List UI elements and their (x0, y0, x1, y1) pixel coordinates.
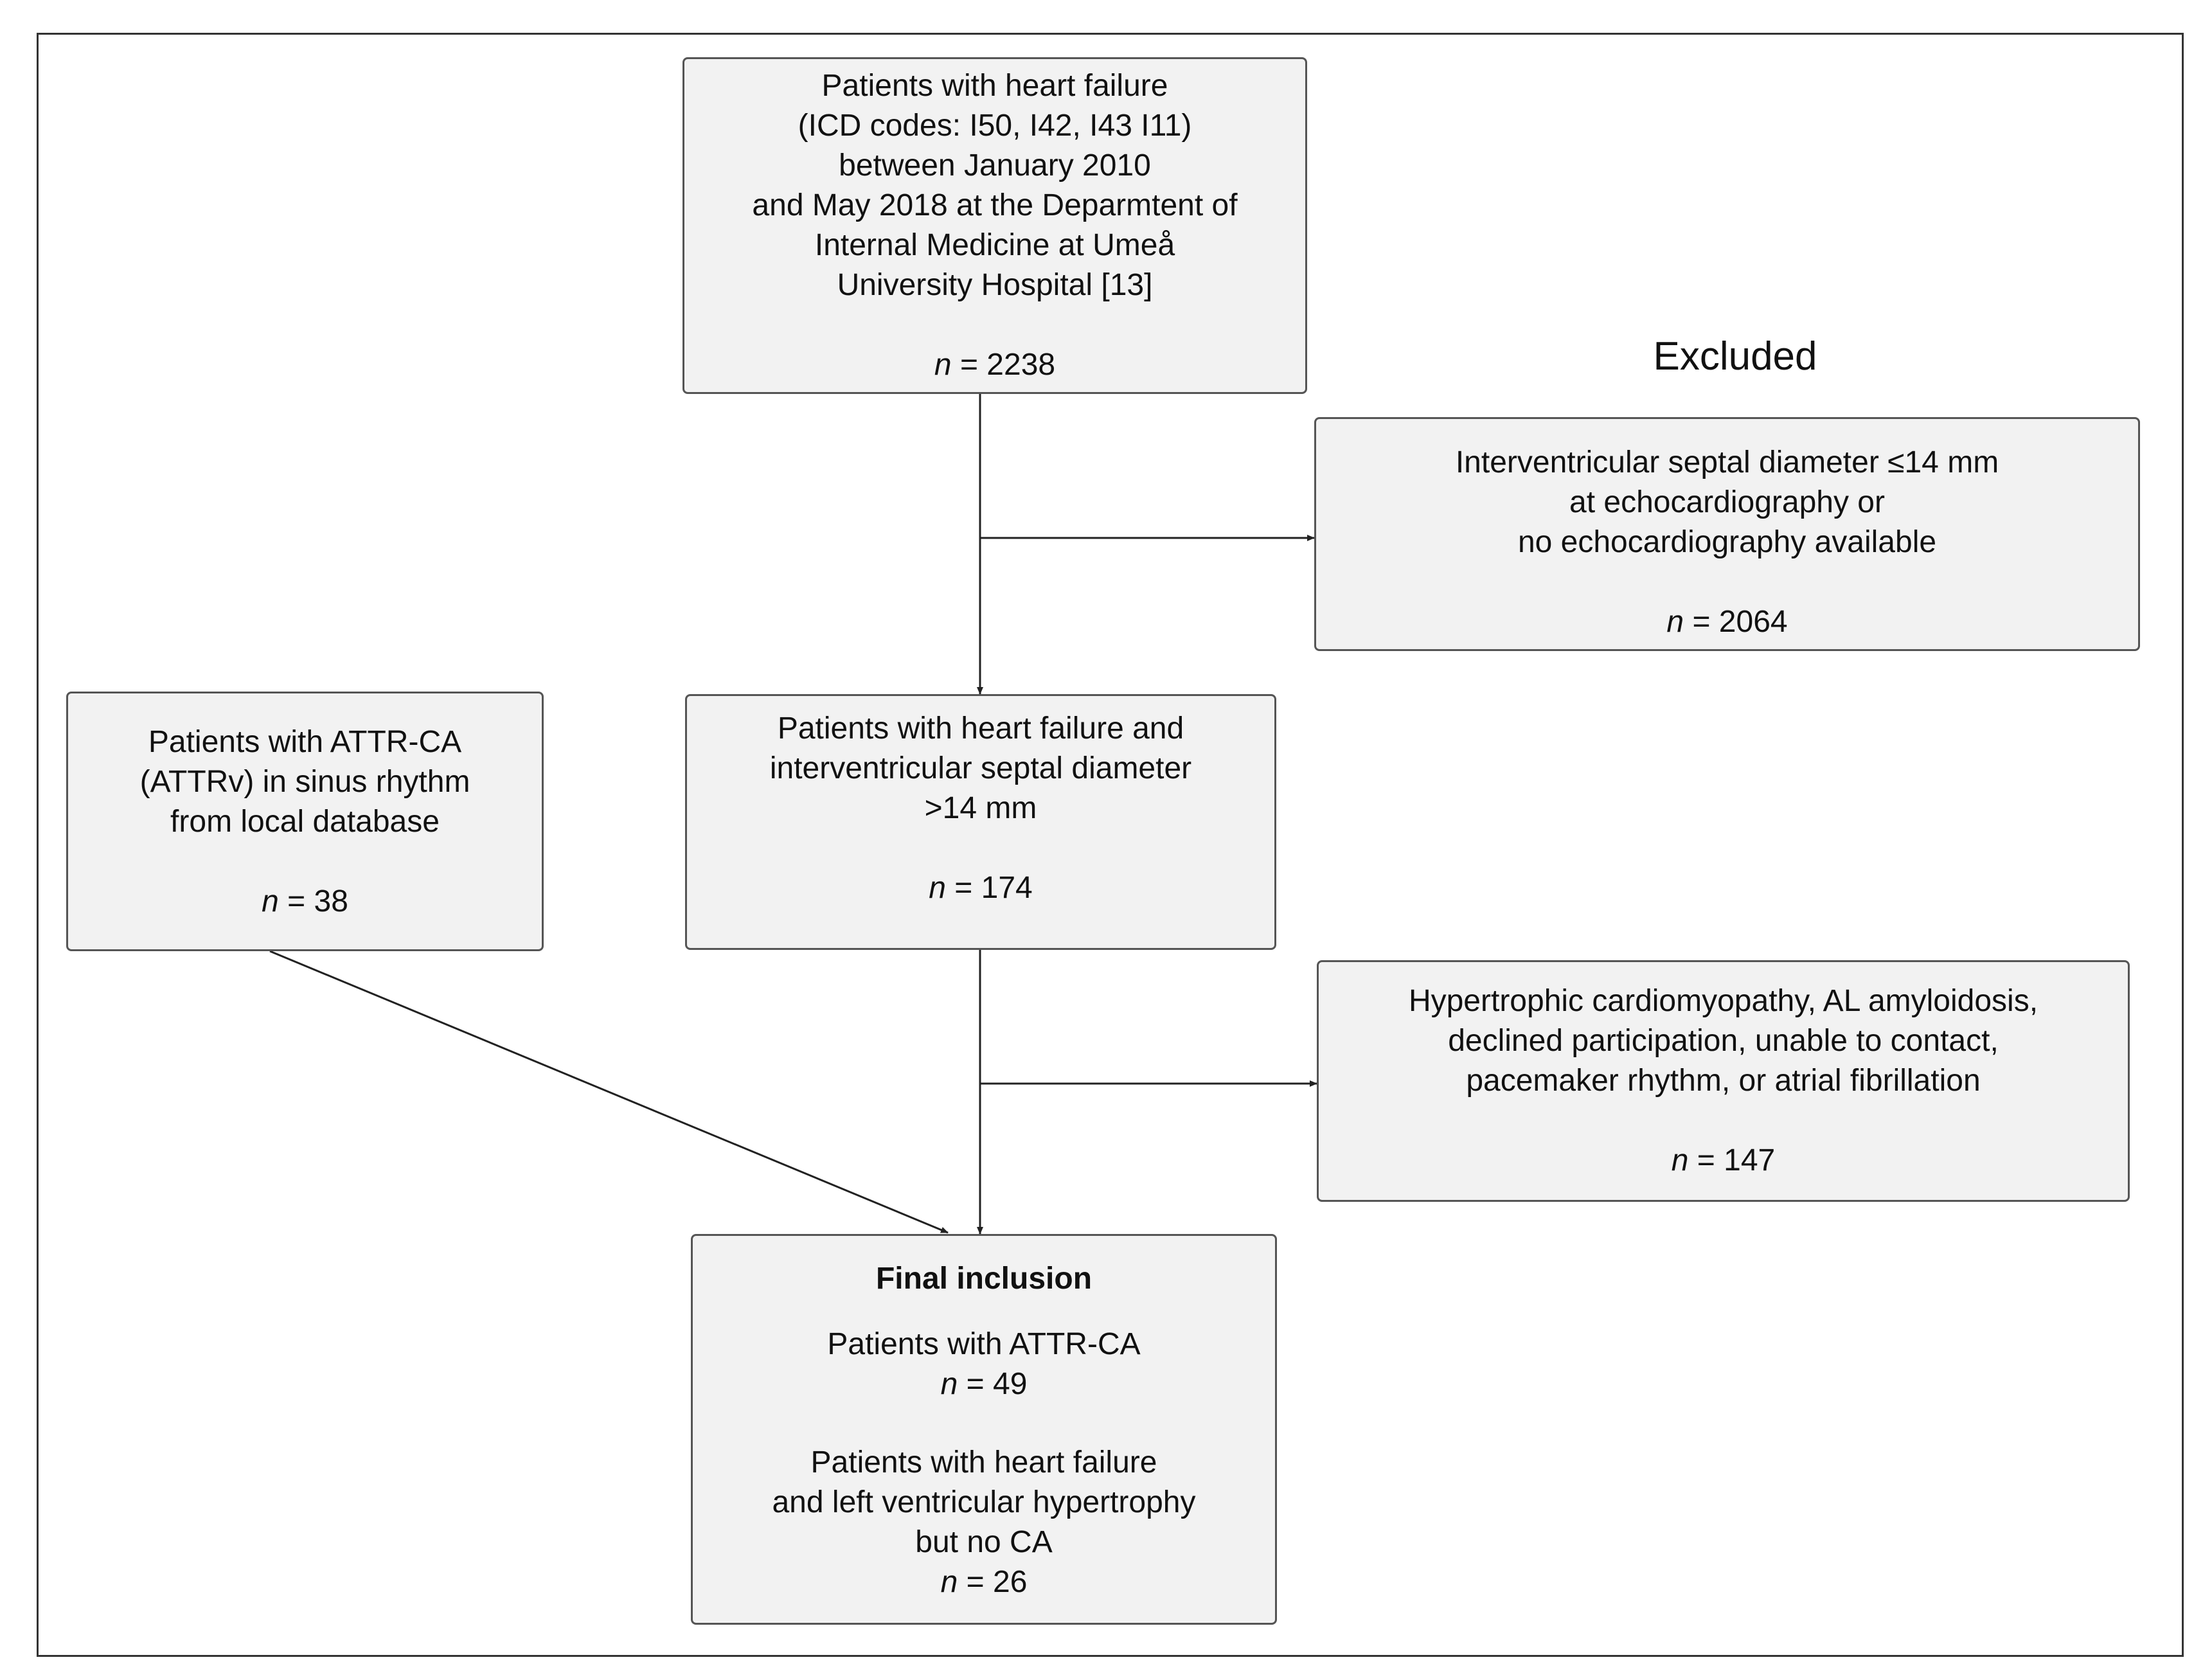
attr-local-line-2: (ATTRv) in sinus rhythm (139, 765, 470, 799)
source-line-2: (ICD codes: I50, I42, I43 I11) (798, 109, 1192, 143)
septal-count: n = 174 (929, 871, 1033, 905)
final-group-2-line-1: Patients with heart failure (810, 1445, 1157, 1479)
source-line-3: between January 2010 (839, 148, 1151, 183)
arrow-attr-to-final (269, 950, 949, 1234)
septal-line-3: >14 mm (924, 791, 1037, 825)
final-inclusion-box: Final inclusion Patients with ATTR-CA n … (691, 1234, 1277, 1625)
figure-frame (37, 33, 2184, 1657)
attr-local-line-3: from local database (170, 805, 440, 839)
final-group-2-line-2: and left ventricular hypertrophy (772, 1485, 1196, 1519)
exclusion-2-line-3: pacemaker rhythm, or atrial fibrillation (1466, 1064, 1981, 1098)
attr-local-line-1: Patients with ATTR-CA (148, 725, 462, 759)
septal-line-2: interventricular septal diameter (769, 751, 1192, 785)
final-group-1-label: Patients with ATTR-CA (827, 1327, 1141, 1361)
source-line-6: University Hospital [13] (837, 268, 1153, 302)
exclusion-box-1: Interventricular septal diameter ≤14 mm … (1314, 417, 2140, 651)
exclusion-1-line-3: no echocardiography available (1517, 525, 1937, 559)
exclusion-2-line-2: declined participation, unable to contac… (1448, 1024, 1999, 1058)
source-line-5: Internal Medicine at Umeå (814, 228, 1175, 262)
exclusion-1-count: n = 2064 (1666, 605, 1788, 639)
exclusion-1-line-2: at echocardiography or (1569, 485, 1885, 519)
final-group-2-line-3: but no CA (915, 1525, 1053, 1559)
exclusion-1-line-1: Interventricular septal diameter ≤14 mm (1455, 445, 1999, 479)
excluded-heading: Excluded (1653, 334, 1817, 379)
final-group-2-count: n = 26 (940, 1565, 1028, 1599)
source-line-4: and May 2018 at the Deparmtent of (752, 188, 1238, 222)
source-population-box: Patients with heart failure (ICD codes: … (682, 57, 1307, 394)
exclusion-2-count: n = 147 (1671, 1143, 1776, 1177)
attr-local-database-box: Patients with ATTR-CA (ATTRv) in sinus r… (66, 692, 544, 951)
exclusion-box-2: Hypertrophic cardiomyopathy, AL amyloido… (1317, 960, 2130, 1202)
source-line-1: Patients with heart failure (821, 69, 1168, 103)
septal-line-1: Patients with heart failure and (777, 711, 1184, 746)
final-group-1-count: n = 49 (940, 1367, 1028, 1401)
source-count: n = 2238 (934, 348, 1056, 382)
septal-diameter-box: Patients with heart failure and interven… (685, 694, 1276, 950)
attr-local-count: n = 38 (262, 884, 348, 918)
final-inclusion-title: Final inclusion (875, 1262, 1093, 1296)
exclusion-2-line-1: Hypertrophic cardiomyopathy, AL amyloido… (1408, 984, 2038, 1018)
